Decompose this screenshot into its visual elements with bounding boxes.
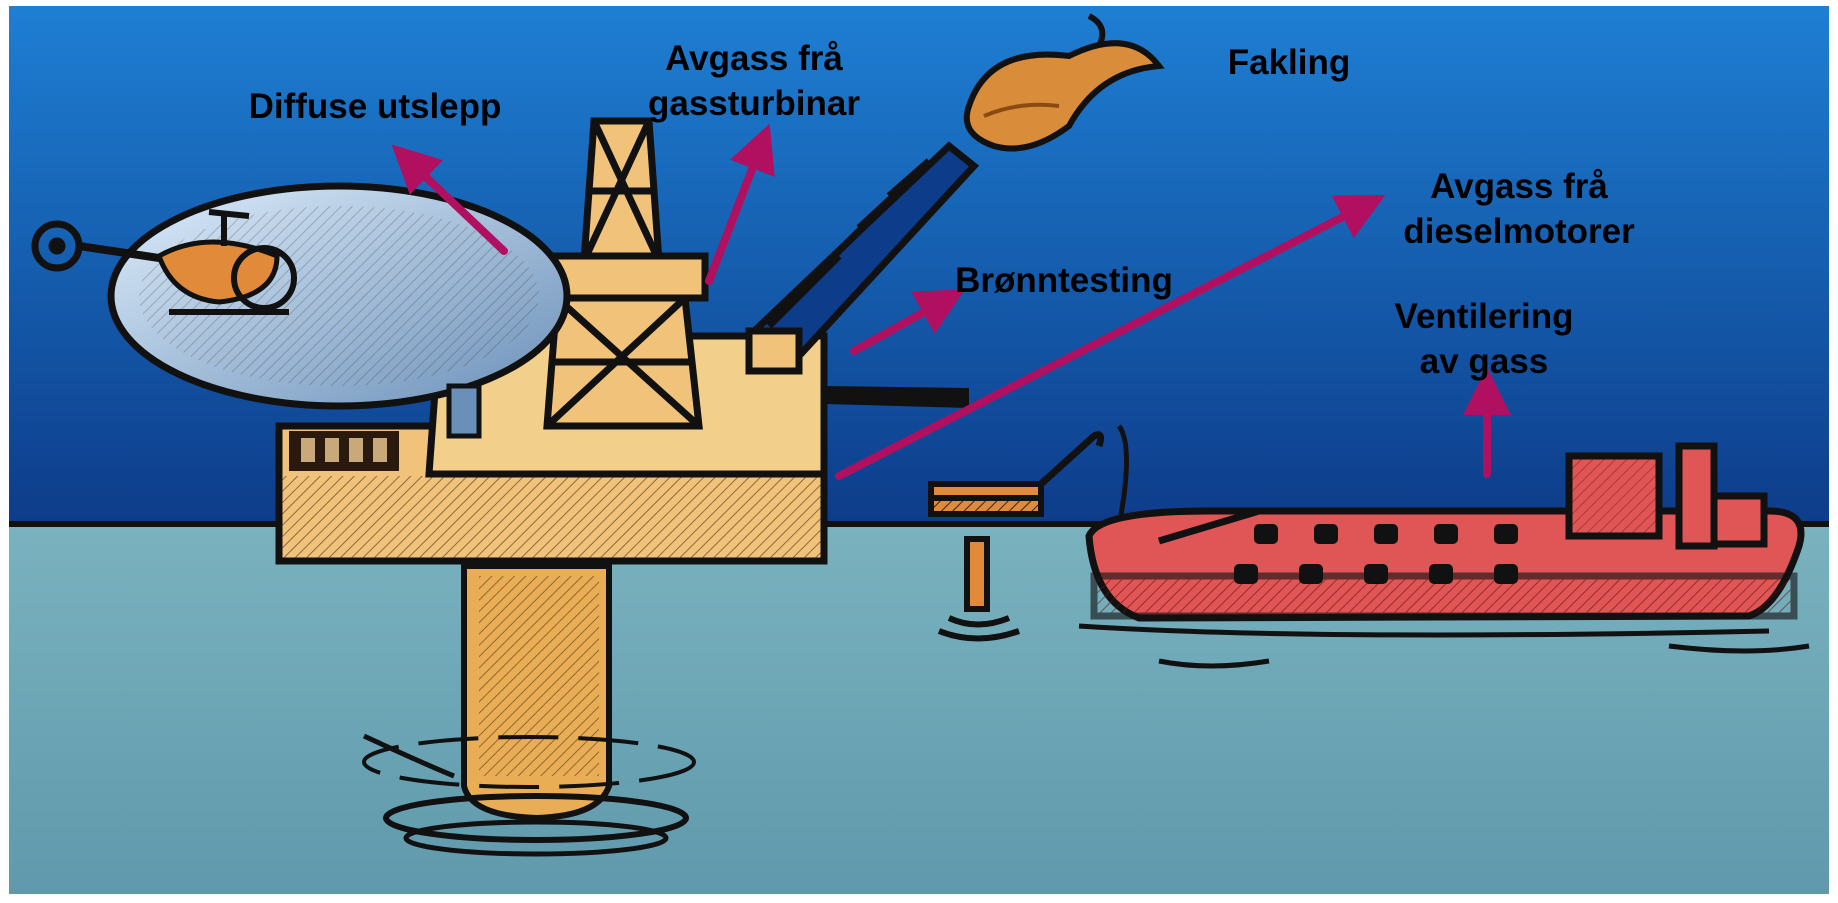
label-flaring: Fakling bbox=[1209, 40, 1369, 85]
label-line-2: gassturbinar bbox=[648, 84, 860, 123]
label-diffuse-emissions: Diffuse utslepp bbox=[235, 84, 515, 129]
flare-flame bbox=[963, 13, 1165, 152]
platform-deck bbox=[275, 332, 969, 565]
label-gas-venting: Ventilering av gass bbox=[1369, 294, 1599, 384]
loading-buoy bbox=[928, 424, 1129, 642]
label-line-1: Avgass frå bbox=[665, 39, 843, 78]
arrow-turbine-exhaust bbox=[705, 123, 775, 285]
flare-boom bbox=[742, 141, 980, 375]
label-diesel-exhaust: Avgass frå dieselmotorer bbox=[1389, 164, 1649, 254]
label-text: Fakling bbox=[1227, 43, 1351, 82]
label-line-2: dieselmotorer bbox=[1403, 212, 1635, 251]
arrow-diesel-exhaust bbox=[835, 195, 1386, 480]
label-turbine-exhaust: Avgass frå gassturbinar bbox=[639, 36, 869, 126]
emission-sources-illustration: Diffuse utslepp Avgass frå gassturbinar … bbox=[9, 6, 1829, 894]
label-line-1: Ventilering bbox=[1394, 297, 1574, 336]
label-line-2: av gass bbox=[1419, 342, 1549, 381]
arrow-well-testing bbox=[850, 289, 965, 355]
platform-column bbox=[362, 563, 696, 857]
arrow-diffuse-emissions bbox=[391, 144, 508, 255]
label-line-1: Avgass frå bbox=[1430, 167, 1608, 206]
emission-arrows bbox=[391, 123, 1511, 480]
label-text: Diffuse utslepp bbox=[248, 87, 502, 126]
label-well-testing: Brønntesting bbox=[944, 258, 1184, 303]
scene-graphic bbox=[9, 6, 1829, 894]
label-text: Brønntesting bbox=[955, 261, 1173, 300]
tanker-ship bbox=[1078, 442, 1810, 669]
helicopter bbox=[31, 209, 297, 315]
